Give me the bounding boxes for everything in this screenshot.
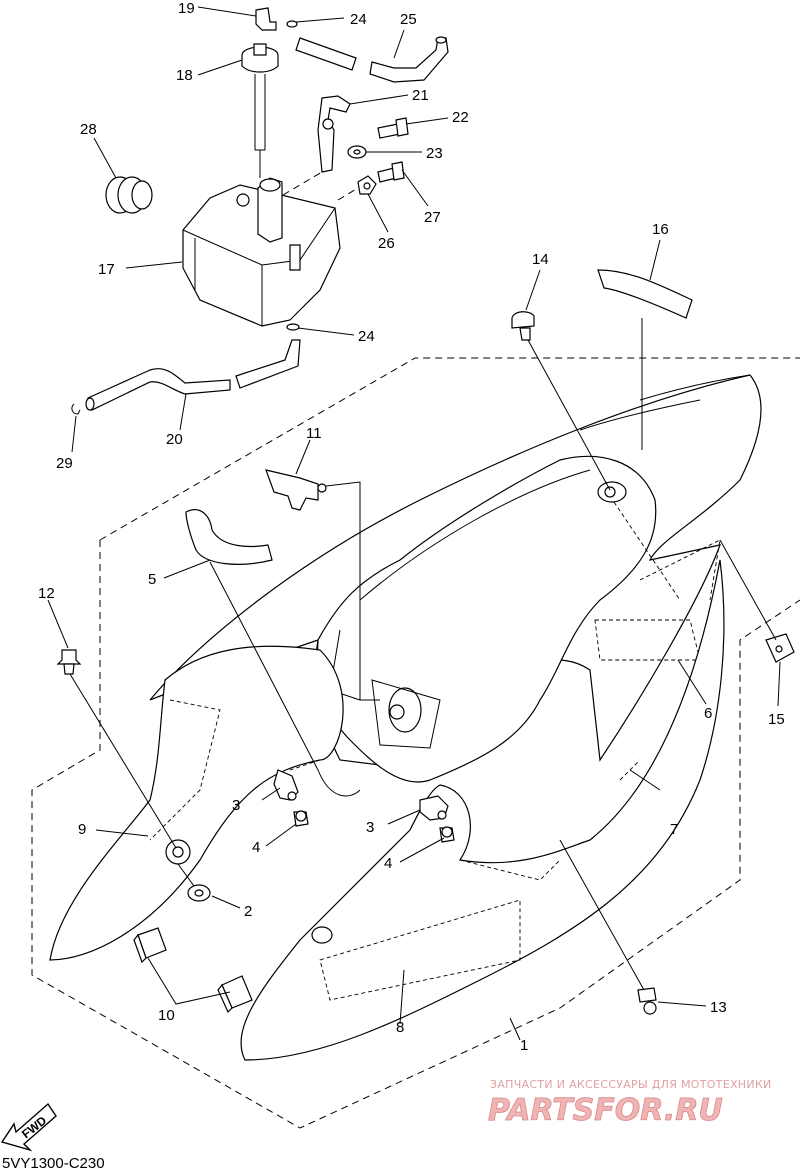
callout-4-left: 4 — [252, 839, 260, 856]
callout-23: 23 — [426, 145, 443, 162]
callout-24-bottom: 24 — [358, 328, 375, 345]
callout-5: 5 — [148, 571, 156, 588]
nut-clip-15 — [765, 633, 795, 663]
seat-cowl — [149, 374, 762, 783]
callout-18: 18 — [176, 67, 193, 84]
reservoir-tank — [182, 177, 341, 327]
callout-27: 27 — [424, 209, 441, 226]
callout-3-right: 3 — [366, 819, 374, 836]
callout-10: 10 — [158, 1007, 175, 1024]
callout-9: 9 — [78, 821, 86, 838]
bracket-11 — [265, 469, 327, 511]
callout-16: 16 — [652, 221, 669, 238]
callout-19: 19 — [178, 0, 195, 17]
hose-clip-24-top — [286, 20, 298, 28]
callout-26: 26 — [378, 235, 395, 252]
damper-10-right — [217, 975, 253, 1014]
seat-strip — [185, 509, 273, 565]
damper-10-left — [133, 927, 167, 964]
side-cover-left — [49, 645, 344, 961]
watermark-tagline: ЗАПЧАСТИ И АКСЕССУАРЫ ДЛЯ МОТОТЕХНИКИ — [490, 1078, 772, 1091]
callout-8: 8 — [396, 1019, 404, 1036]
callout-24-top: 24 — [350, 11, 367, 28]
screw-14 — [511, 311, 535, 341]
callout-4-right: 4 — [384, 855, 392, 872]
damper-28 — [105, 176, 153, 214]
assembly-boundary — [31, 357, 800, 1129]
decal-16 — [597, 269, 693, 319]
callout-15: 15 — [768, 711, 785, 728]
callout-6: 6 — [704, 705, 712, 722]
filler-cap-18 — [241, 43, 279, 151]
fwd-arrow-icon: FWD — [0, 1102, 57, 1152]
tank-assembly-lines — [259, 150, 359, 201]
drawing-code: 5VY1300-C230 — [2, 1155, 105, 1172]
nut-26 — [357, 175, 377, 195]
bracket-21 — [317, 95, 351, 173]
callout-labels: 19 24 25 18 21 22 28 23 27 26 16 14 17 2… — [38, 0, 785, 1054]
hose-20 — [85, 339, 301, 411]
callout-2: 2 — [244, 903, 252, 920]
hose-25 — [295, 36, 449, 83]
bolt-27 — [377, 161, 405, 183]
callout-21: 21 — [412, 87, 429, 104]
callout-7: 7 — [670, 821, 678, 838]
callout-3-left: 3 — [232, 797, 240, 814]
callout-22: 22 — [452, 109, 469, 126]
rivet-12 — [56, 649, 82, 675]
callout-20: 20 — [166, 431, 183, 448]
bolt-4-right — [439, 826, 455, 843]
bolt-22 — [377, 117, 409, 139]
elbow-19 — [255, 7, 277, 31]
washer-2 — [187, 884, 211, 902]
clip-3-left — [273, 769, 299, 801]
callout-1: 1 — [520, 1037, 528, 1054]
callout-28: 28 — [80, 121, 97, 138]
leader-lines — [47, 6, 781, 1041]
callout-25: 25 — [400, 11, 417, 28]
callout-11: 11 — [306, 425, 322, 442]
side-cover-right — [240, 559, 725, 1061]
watermark: ЗАПЧАСТИ И АКСЕССУАРЫ ДЛЯ МОТОТЕХНИКИ PA… — [488, 1078, 772, 1128]
bolt-4-left — [293, 810, 309, 827]
callout-12: 12 — [38, 585, 55, 602]
watermark-logo: PARTSFOR.RU — [488, 1093, 723, 1128]
washer-23 — [347, 145, 367, 159]
hose-clip-29 — [71, 403, 81, 415]
rivet-13 — [637, 987, 657, 1015]
callout-29: 29 — [56, 455, 73, 472]
callout-13: 13 — [710, 999, 727, 1016]
clip-3-right — [419, 795, 449, 821]
callout-14: 14 — [532, 251, 549, 268]
hose-clip-24-bottom — [286, 323, 300, 331]
callout-17: 17 — [98, 261, 115, 278]
